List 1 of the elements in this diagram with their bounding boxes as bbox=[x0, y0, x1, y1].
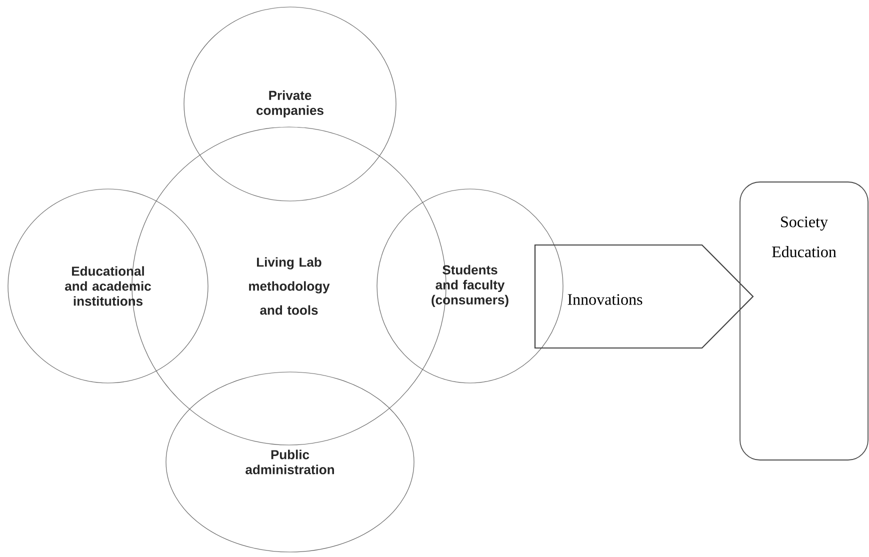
rounded-box: Society Education bbox=[740, 182, 868, 460]
